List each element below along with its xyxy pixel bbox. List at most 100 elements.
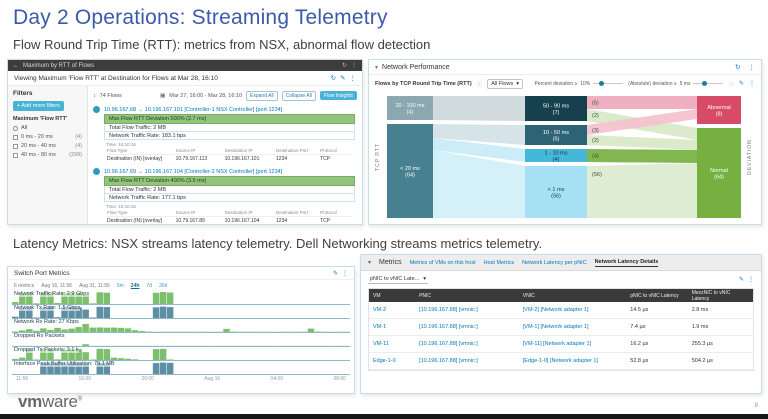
- refresh-icon[interactable]: ↻: [330, 75, 337, 82]
- flow-link[interactable]: 10.96.167.68 → 10.196.167.101 [Controlle…: [104, 106, 283, 113]
- collapse-all-button[interactable]: Collapse All: [281, 90, 316, 101]
- sankey-flow[interactable]: [587, 135, 697, 150]
- flow-time: Time: 16:10:16: [106, 142, 136, 147]
- tab-latency-details[interactable]: Network Latency Details: [594, 258, 659, 267]
- sankey-node[interactable]: [697, 96, 741, 124]
- tab-host-metrics[interactable]: Host Metrics: [483, 259, 515, 266]
- percent-deviation-slider[interactable]: [593, 81, 624, 86]
- rtt-alert-bar: Max Flow RTT Deviation 400% (3.5 ms): [104, 176, 355, 186]
- metric-strip[interactable]: Dropped Rx Packets: [12, 333, 350, 347]
- flow-rate: Network Traffic Rate: 177.1 bps: [104, 194, 355, 202]
- checkbox[interactable]: [13, 134, 18, 140]
- col-header: Source IP: [175, 210, 225, 217]
- vm-link[interactable]: VM-11: [373, 341, 389, 347]
- filter-item[interactable]: 40 ms - 80 ms (299): [13, 152, 82, 158]
- edit-icon[interactable]: ✎: [332, 270, 338, 277]
- sankey-flow[interactable]: [587, 109, 697, 135]
- sankey-flow[interactable]: [587, 163, 697, 218]
- absolute-deviation-slider[interactable]: [693, 81, 724, 86]
- flow-detail-table: Flow Type Source IP Destination IP Desti…: [104, 210, 355, 224]
- range-end[interactable]: Aug 31, 11:56: [79, 282, 110, 289]
- vm-link[interactable]: VM-1: [373, 324, 387, 330]
- metric-strip[interactable]: Network Rx Rate: 27 Kbps: [12, 319, 350, 333]
- date-range[interactable]: Mar 27, 16:00 - Mar 28, 16:10: [169, 92, 243, 99]
- sankey-node[interactable]: [387, 124, 433, 218]
- kebab-menu-icon[interactable]: ⋮: [351, 63, 357, 69]
- filter-item[interactable]: 0 ms - 20 ms (4): [13, 134, 82, 140]
- cell: 1234: [276, 156, 288, 162]
- radio-all[interactable]: [13, 125, 18, 131]
- collapse-caret-icon[interactable]: ▾: [368, 260, 372, 266]
- kebab-menu-icon[interactable]: ⋮: [748, 277, 754, 283]
- metrics-toolbar: 6 metrics Aug 16, 11:56 Aug 31, 11:56 5m…: [8, 280, 354, 291]
- cell: 1234: [276, 218, 288, 224]
- vm-link[interactable]: VM-2: [373, 307, 387, 313]
- metric-strip[interactable]: Network Tx Rate: 1.5 Gbps: [12, 305, 350, 319]
- edit-icon[interactable]: ✎: [340, 75, 346, 82]
- edit-icon[interactable]: ✎: [738, 277, 744, 283]
- col-header: Protocol: [320, 148, 352, 155]
- sankey-node[interactable]: [525, 166, 587, 218]
- metric-label: Dropped Tx Packets: 3.1 k: [14, 347, 79, 353]
- sankey-node[interactable]: [525, 125, 587, 145]
- interval-30d[interactable]: 30d: [158, 282, 168, 289]
- metric-strip[interactable]: Interface Peak Buffer Utilization: 79.1 …: [12, 361, 350, 375]
- sort-icon[interactable]: ↕: [93, 92, 96, 99]
- kebab-menu-icon[interactable]: ⋮: [749, 81, 755, 87]
- cell: 10.196.167.104: [224, 218, 260, 224]
- sankey-flow[interactable]: [587, 149, 697, 163]
- filters-sidebar: Filters + Add more filters Maximum 'Flow…: [8, 86, 88, 224]
- expand-all-button[interactable]: Expand All: [246, 90, 278, 101]
- flows-dropdown[interactable]: All Flows ▾: [487, 78, 523, 89]
- absolute-deviation-label: (Absolute) deviation ≥: [628, 80, 677, 87]
- sankey-flow[interactable]: [433, 150, 525, 218]
- collapse-caret-icon[interactable]: ▾: [375, 64, 379, 71]
- kebab-menu-icon[interactable]: ⋮: [349, 75, 357, 82]
- checkbox[interactable]: [13, 143, 18, 149]
- edit-icon[interactable]: ✎: [738, 81, 744, 87]
- filter-item[interactable]: 20 ms - 40 ms (4): [13, 143, 82, 149]
- x-tick: 08:00: [333, 376, 346, 382]
- sankey-flow[interactable]: [433, 96, 525, 121]
- latency-type-dropdown[interactable]: pNIC to vNIC Late... ▾: [368, 275, 428, 284]
- refresh-icon[interactable]: ↻: [341, 63, 347, 69]
- calendar-icon[interactable]: ▦: [160, 92, 166, 99]
- kebab-menu-icon[interactable]: ⋮: [748, 64, 756, 71]
- refresh-icon[interactable]: ↻: [735, 64, 741, 71]
- info-icon[interactable]: ⓘ: [476, 81, 483, 88]
- vnic-link[interactable]: [VM-1] [Network adapter 1]: [522, 324, 589, 330]
- flows-count: 74 Flows: [99, 92, 122, 99]
- metric-strip[interactable]: Dropped Tx Packets: 3.1 k: [12, 347, 350, 361]
- sankey-flow[interactable]: [587, 96, 697, 109]
- vnic-link[interactable]: [VM-11] [Network adapter 1]: [522, 341, 592, 347]
- interval-7d[interactable]: 7d: [146, 282, 152, 289]
- sankey-node[interactable]: [525, 149, 587, 162]
- flow-rtt-header: Viewing Maximum 'Flow RTT' at Destinatio…: [8, 71, 362, 86]
- flow-insights-button[interactable]: Flow Insights: [319, 91, 357, 100]
- info-icon[interactable]: ⓘ: [728, 81, 734, 88]
- tab-latency-per-pnic[interactable]: Network Latency per pNIC: [522, 259, 587, 266]
- sankey-flow[interactable]: [433, 124, 525, 145]
- checkbox[interactable]: [13, 152, 18, 158]
- metric-strip[interactable]: Network Traffic Rate: 2.9 Gbps: [12, 291, 350, 305]
- add-filters-button[interactable]: + Add more filters: [13, 101, 64, 111]
- sankey-node[interactable]: [525, 96, 587, 121]
- vm-link[interactable]: Edge-1-0: [373, 358, 396, 364]
- pnic-link[interactable]: [10.196.167.88] [vmnic:]: [419, 324, 478, 330]
- interval-24h[interactable]: 24h: [130, 282, 140, 289]
- vnic-link[interactable]: [Edge-1-0] [Network adapter 1]: [522, 358, 598, 364]
- pnic-link[interactable]: [10.196.167.88] [vmnic:]: [419, 341, 478, 347]
- pnic-link[interactable]: [10.196.167.88] [vmnic:]: [419, 307, 478, 313]
- range-start[interactable]: Aug 16, 11:56: [41, 282, 73, 289]
- flow-link[interactable]: 10.96.167.69 → 10.196.167.104 [Controlle…: [104, 168, 283, 175]
- back-icon[interactable]: ←: [13, 62, 19, 69]
- sankey-node[interactable]: [697, 128, 741, 218]
- pnic-link[interactable]: [10.196.167.88] [vmnic:]: [419, 358, 478, 364]
- interval-5m[interactable]: 5m: [116, 282, 124, 289]
- sankey-flow[interactable]: [433, 138, 525, 162]
- tab-vms-on-host[interactable]: Metrics of VMs on this host: [409, 259, 476, 266]
- kebab-menu-icon[interactable]: ⋮: [342, 270, 348, 277]
- sankey-node[interactable]: [387, 96, 433, 120]
- vnic-link[interactable]: [VM-2] [Network adapter 1]: [522, 307, 589, 313]
